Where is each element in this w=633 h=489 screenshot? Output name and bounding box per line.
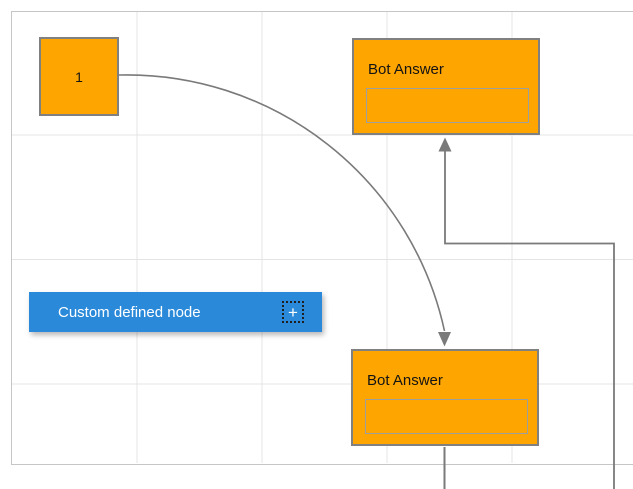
node-title: Bot Answer [367,372,443,389]
node-bot-answer-bottom[interactable]: Bot Answer [351,349,539,446]
node-title: Bot Answer [368,61,444,78]
node-custom-defined[interactable]: Custom defined node + [29,292,322,332]
add-node-button[interactable]: + [282,301,304,323]
custom-node-label: Custom defined node [58,303,201,321]
plus-icon: + [288,302,298,322]
bot-answer-input[interactable] [366,88,529,123]
node-start-label: 1 [75,68,83,85]
node-start[interactable]: 1 [39,37,119,116]
bot-answer-input[interactable] [365,399,528,434]
connector-arrowhead-up[interactable] [438,137,452,152]
connector-curve[interactable] [118,74,446,332]
node-bot-answer-top[interactable]: Bot Answer [352,38,540,135]
connector-elbow[interactable] [444,150,615,489]
connector-arrowhead-down[interactable] [438,332,451,347]
